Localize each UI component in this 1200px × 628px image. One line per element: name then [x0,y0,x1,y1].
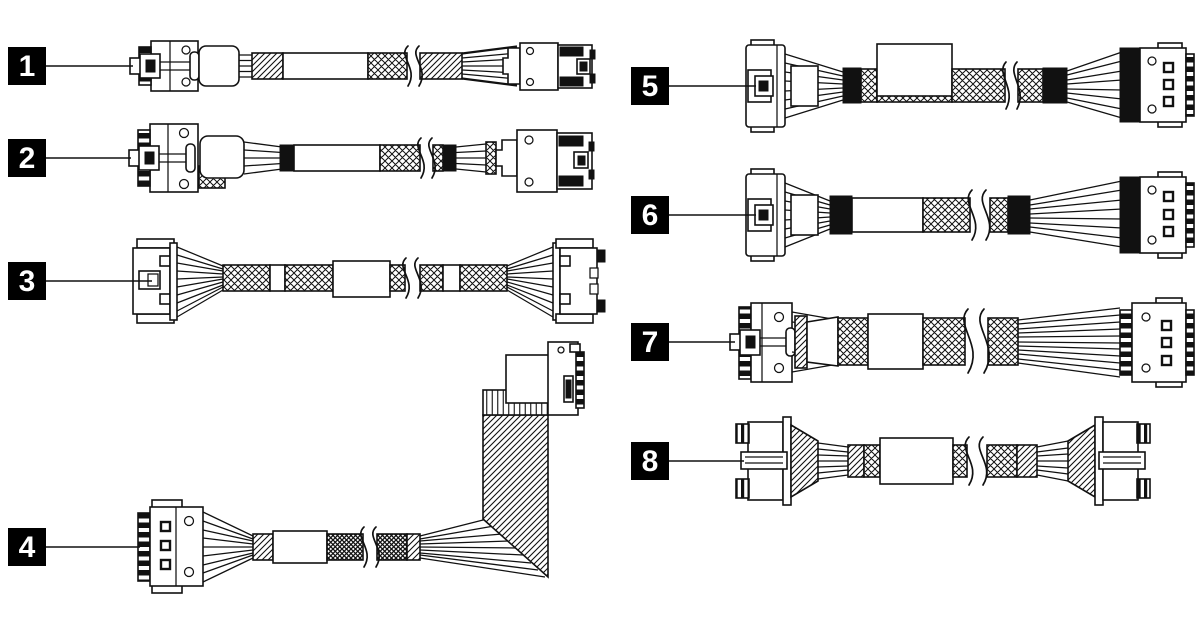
callout-7-box [631,323,669,361]
cable-7-illustration [729,297,1195,388]
cable-6-break-icon [967,189,991,241]
cable-7-label-sleeve [867,313,924,370]
cable-5-right-connector [1119,42,1195,128]
callout-2-box [8,139,46,177]
cable-4-left-connector [137,499,204,594]
cable-4-label-sleeve [272,530,328,564]
cable-3-break-icon [402,257,422,299]
cable-2-right-connector [495,129,595,193]
cable-6-right-connector [1119,171,1195,259]
cable-6-label-sleeve [851,197,924,233]
cable-2-left-connector [128,123,199,193]
cable-4-ribbon [482,414,549,579]
callout-7-number: 7 [642,326,659,359]
callout-1-box [8,47,46,85]
cable-5-break-icon [1001,61,1022,110]
cable-7-right-connector [1119,297,1195,388]
cable-8-illustration [735,416,1151,506]
cable-1-break-icon [404,45,423,87]
cable-2-illustration [128,123,595,193]
cable-1-right-connector [502,42,596,91]
callout-4-number: 4 [19,531,36,564]
cable-8-body [790,423,1096,499]
cable-1-illustration [129,40,596,92]
cable-5-illustration [745,39,1195,133]
cable-8-label-sleeve [879,437,954,485]
cable-4-top-connector [547,341,585,416]
cable-2-break-icon [417,137,436,179]
callout-8-box [631,442,669,480]
callout-6-box [631,196,669,234]
cable-4-illustration [137,341,585,594]
callout-3-number: 3 [19,265,36,298]
callout-5-box [631,67,669,105]
callout-2-number: 2 [19,142,36,175]
cable-5-boot [790,65,819,107]
cable-1-body [239,45,518,87]
cable-2-body [243,137,497,179]
callout-1-number: 1 [19,50,36,83]
cable-6-boot [790,194,819,236]
callout-4-box [8,528,46,566]
cable-5-label-sleeve [876,43,953,97]
cable-4-boot [505,354,551,404]
cable-6-body [784,180,1123,248]
callouts: 1 2 3 4 5 6 7 8 [8,47,756,566]
cable-4-break-icon [360,526,380,568]
callout-6-number: 6 [642,199,659,232]
cable-7-left-connector [729,302,796,383]
callout-3-box [8,262,46,300]
cable-4-body [202,389,549,583]
cable-6-illustration [745,168,1195,262]
cable-5-body [784,43,1123,119]
cable-1-boot [198,45,240,87]
cable-3-illustration [132,238,606,324]
cable-3-body [176,246,554,318]
callout-5-number: 5 [642,70,659,103]
cable-8-left-connector [735,416,792,506]
cable-8-break-icon [964,436,988,486]
cable-1-left-connector [129,40,200,92]
cable-2-boot [199,135,245,179]
cable-3-label-sleeve [332,260,391,298]
callout-8-number: 8 [642,445,659,478]
cable-8-right-connector [1094,416,1151,506]
cable-3-right-connector [552,238,606,324]
cable-7-boot [806,316,839,367]
cable-7-break-icon [963,308,990,374]
cable-7-body [791,307,1121,378]
